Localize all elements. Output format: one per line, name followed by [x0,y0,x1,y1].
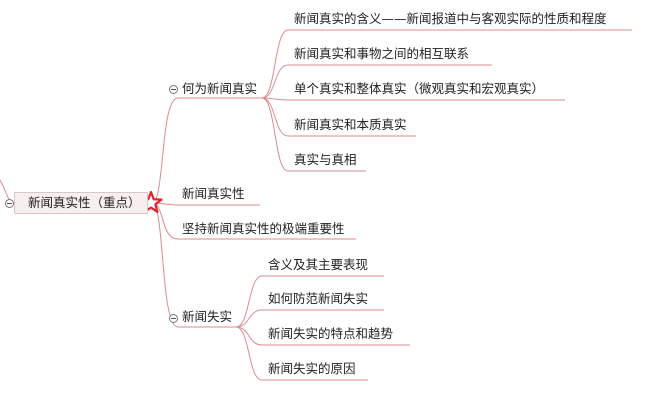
leaf-single-and-whole-truth[interactable]: 单个真实和整体真实（微观真实和宏观真实） [294,80,544,98]
branch-3-collapse-toggle-icon[interactable] [169,314,178,323]
leaf-causes-label: 新闻失实的原因 [268,361,356,376]
connector-leaf-a-2 [261,97,565,101]
root-collapse-toggle-icon[interactable] [5,199,14,208]
leaf-meaning-of-news-truth-label: 新闻真实的含义——新闻报道中与客观实际的性质和程度 [294,11,607,26]
connector-leaf-b-1 [235,309,384,328]
leaf-truth-and-facts-label: 真实与真相 [294,152,357,167]
connector-leaf-b-3 [235,326,368,381]
root-node-label: 新闻真实性（重点） [28,195,141,210]
branch-news-truthfulness-label: 新闻真实性 [182,186,245,201]
leaf-how-to-prevent-label: 如何防范新闻失实 [268,291,369,306]
branch-0-collapse-toggle-icon[interactable] [169,85,178,94]
leaf-truth-and-relations[interactable]: 新闻真实和事物之间的相互联系 [294,45,469,63]
root-node[interactable]: 新闻真实性（重点） [5,192,148,214]
connector-branch-1 [151,202,260,206]
leaf-features-and-trends-label: 新闻失实的特点和趋势 [268,326,394,341]
branch-news-inaccuracy[interactable]: 新闻失实 [182,308,232,326]
connector-leaf-b-2 [235,326,410,346]
connector-leaf-a-0 [261,29,632,99]
leaf-how-to-prevent[interactable]: 如何防范新闻失实 [268,290,368,308]
leaf-features-and-trends[interactable]: 新闻失实的特点和趋势 [268,325,393,343]
connector-leaf-a-3 [261,97,416,137]
leaf-meaning-of-news-truth[interactable]: 新闻真实的含义——新闻报道中与客观实际的性质和程度 [294,10,607,28]
connector-leaf-b-0 [235,275,384,328]
connector-branch-0 [151,97,262,204]
branch-what-is-news-truth[interactable]: 何为新闻真实 [182,80,257,98]
leaf-meaning-and-manifestations-label: 含义及其主要表现 [268,257,369,272]
branch-news-truthfulness[interactable]: 新闻真实性 [182,185,245,203]
leaf-meaning-and-manifestations[interactable]: 含义及其主要表现 [268,256,368,274]
connector-leaf-a-4 [261,97,366,172]
connector-leaf-a-1 [261,64,492,99]
leaf-truth-and-essence[interactable]: 新闻真实和本质真实 [294,116,407,134]
leaf-truth-and-essence-label: 新闻真实和本质真实 [294,117,407,132]
branch-what-is-news-truth-label: 何为新闻真实 [182,81,258,96]
leaf-single-and-whole-truth-label: 单个真实和整体真实（微观真实和宏观真实） [294,81,545,96]
branch-news-inaccuracy-label: 新闻失实 [182,309,233,324]
branch-importance-of-truth[interactable]: 坚持新闻真实性的极端重要性 [182,220,345,238]
branch-importance-of-truth-label: 坚持新闻真实性的极端重要性 [182,221,345,236]
leaf-causes[interactable]: 新闻失实的原因 [268,360,356,378]
leaf-truth-and-relations-label: 新闻真实和事物之间的相互联系 [294,46,470,61]
leaf-truth-and-facts[interactable]: 真实与真相 [294,151,357,169]
